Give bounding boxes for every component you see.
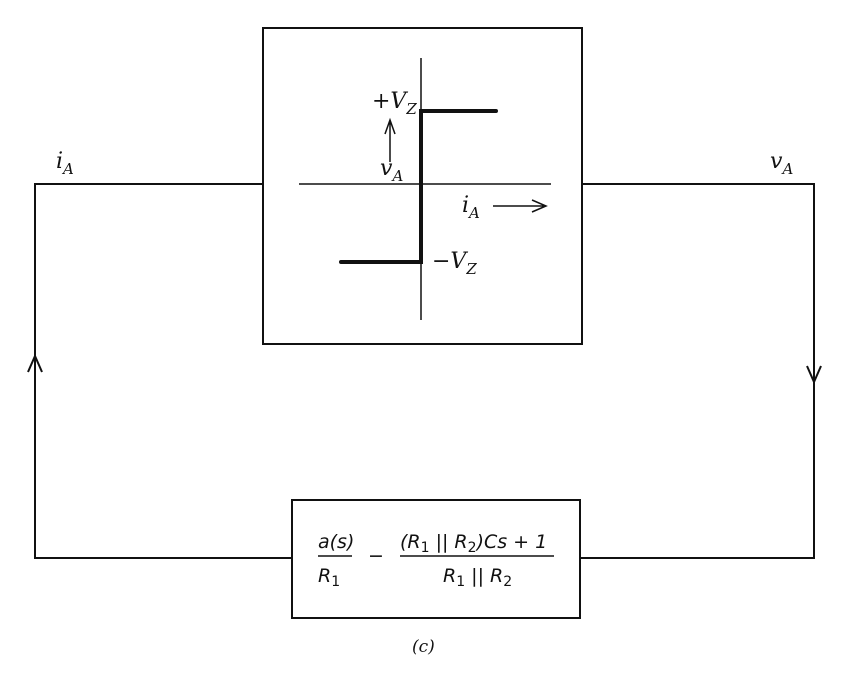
up-arrow-icon xyxy=(27,353,43,373)
minus-operator: − xyxy=(368,545,384,567)
nonlinearity-block xyxy=(262,27,583,345)
term1-denominator: R1 xyxy=(318,565,340,590)
lower-level-label: −VZ xyxy=(432,249,477,278)
term2-denominator: R1 || R2 xyxy=(443,565,512,590)
zener-characteristic xyxy=(339,109,498,264)
output-voltage-label: vA xyxy=(770,149,793,178)
figure-caption: (c) xyxy=(412,637,435,657)
input-wire xyxy=(34,183,292,559)
v-axis-label: vA xyxy=(380,156,403,185)
output-wire xyxy=(580,183,815,559)
down-arrow-icon xyxy=(806,365,822,385)
v-axis-arrow-icon xyxy=(384,117,396,162)
i-axis-label: iA xyxy=(462,193,480,222)
term1-numerator: a(s) xyxy=(318,531,354,553)
upper-level-label: +VZ xyxy=(372,89,417,118)
input-current-label: iA xyxy=(56,149,74,178)
term2-numerator: (R1 || R2)Cs + 1 xyxy=(400,531,547,556)
i-axis-arrow-icon xyxy=(493,199,548,213)
feedback-block xyxy=(291,499,581,619)
